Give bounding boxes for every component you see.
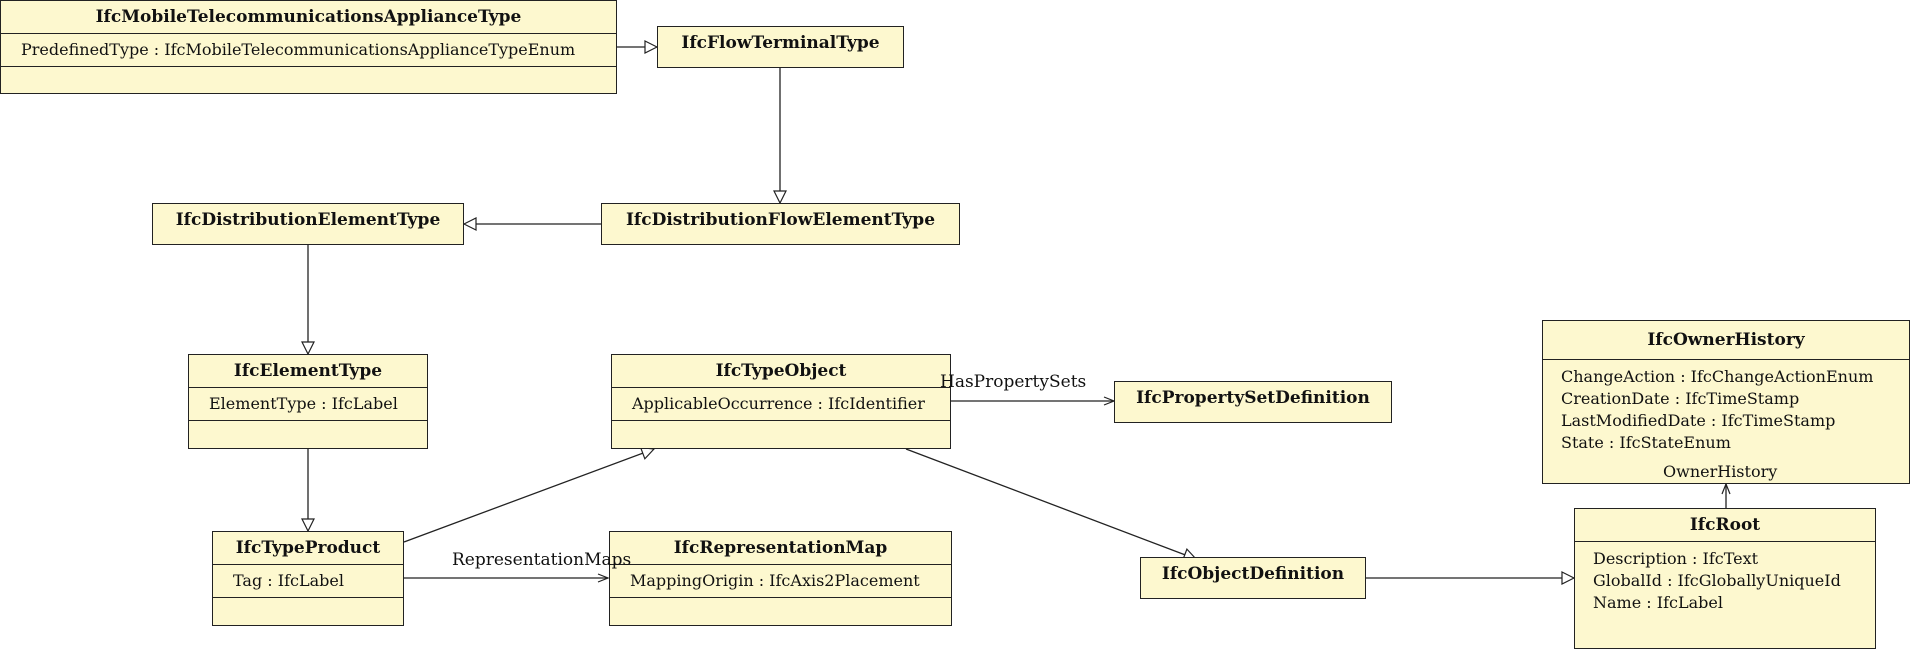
class-name: IfcTypeProduct (235, 538, 381, 558)
class-ifc-representation-map: IfcRepresentationMap MappingOrigin : Ifc… (609, 531, 952, 626)
class-name: IfcElementType (233, 361, 383, 381)
class-attributes: MappingOrigin : IfcAxis2Placement (610, 564, 951, 597)
class-attributes: Tag : IfcLabel (213, 564, 403, 597)
generalization-typeobject-to-objectdefinition (905, 448, 1196, 559)
attribute: MappingOrigin : IfcAxis2Placement (630, 571, 920, 590)
class-operations (213, 597, 403, 616)
class-attributes: ChangeAction : IfcChangeActionEnum Creat… (1543, 359, 1909, 463)
class-ifc-owner-history: IfcOwnerHistory ChangeAction : IfcChange… (1542, 320, 1910, 484)
attribute: ChangeAction : IfcChangeActionEnum (1561, 367, 1874, 386)
class-name: IfcRepresentationMap (673, 538, 888, 558)
attribute: Description : IfcText (1593, 549, 1759, 568)
attribute: LastModifiedDate : IfcTimeStamp (1561, 411, 1836, 430)
class-name: IfcFlowTerminalType (681, 33, 880, 53)
attribute: State : IfcStateEnum (1561, 433, 1731, 452)
association-label-representation-maps: RepresentationMaps (452, 550, 632, 570)
attribute: Tag : IfcLabel (233, 571, 344, 590)
attribute: ElementType : IfcLabel (209, 394, 398, 413)
association-label-has-property-sets: HasPropertySets (940, 372, 1087, 392)
class-name: IfcMobileTelecommunicationsApplianceType (95, 7, 522, 27)
attribute: Name : IfcLabel (1593, 593, 1723, 612)
class-name: IfcObjectDefinition (1161, 564, 1345, 584)
class-name: IfcRoot (1689, 515, 1761, 535)
class-operations (189, 420, 427, 439)
generalization-typeproduct-to-typeobject (403, 449, 654, 543)
class-ifc-mobile-telecommunications-appliance-type: IfcMobileTelecommunicationsApplianceType… (0, 0, 617, 94)
class-name: IfcPropertySetDefinition (1136, 388, 1370, 408)
class-attributes: Description : IfcText GlobalId : IfcGlob… (1575, 541, 1875, 621)
class-ifc-type-object: IfcTypeObject ApplicableOccurrence : Ifc… (611, 354, 951, 449)
class-ifc-distribution-flow-element-type: IfcDistributionFlowElementType (601, 203, 960, 245)
class-name: IfcTypeObject (715, 361, 847, 381)
class-ifc-property-set-definition: IfcPropertySetDefinition (1114, 381, 1392, 423)
class-ifc-object-definition: IfcObjectDefinition (1140, 557, 1366, 599)
class-ifc-distribution-element-type: IfcDistributionElementType (152, 203, 464, 245)
attribute: GlobalId : IfcGloballyUniqueId (1593, 571, 1841, 590)
class-attributes: ApplicableOccurrence : IfcIdentifier (612, 387, 950, 420)
class-operations (1, 66, 616, 85)
attribute: PredefinedType : IfcMobileTelecommunicat… (21, 40, 576, 59)
attribute: ApplicableOccurrence : IfcIdentifier (632, 394, 925, 413)
class-operations (610, 597, 951, 616)
class-ifc-type-product: IfcTypeProduct Tag : IfcLabel (212, 531, 404, 626)
class-operations (612, 420, 950, 439)
class-name: IfcDistributionElementType (175, 210, 441, 230)
class-ifc-flow-terminal-type: IfcFlowTerminalType (657, 26, 904, 68)
class-ifc-root: IfcRoot Description : IfcText GlobalId :… (1574, 508, 1876, 649)
class-attributes: ElementType : IfcLabel (189, 387, 427, 420)
attribute: CreationDate : IfcTimeStamp (1561, 389, 1800, 408)
class-name: IfcOwnerHistory (1647, 330, 1805, 350)
class-ifc-element-type: IfcElementType ElementType : IfcLabel (188, 354, 428, 449)
association-label-owner-history: OwnerHistory (1663, 462, 1778, 481)
class-name: IfcDistributionFlowElementType (625, 210, 936, 230)
class-attributes: PredefinedType : IfcMobileTelecommunicat… (1, 33, 616, 66)
